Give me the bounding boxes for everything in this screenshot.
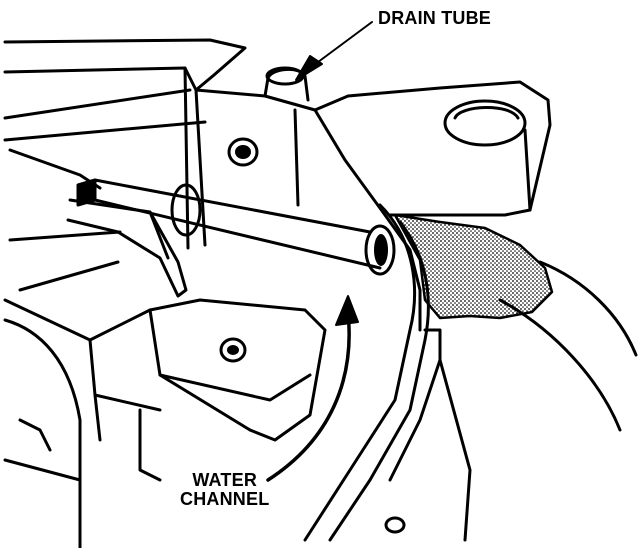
water-channel-label: WATER CHANNEL xyxy=(180,471,269,509)
drain-hose-wire xyxy=(498,260,638,432)
mounting-plate xyxy=(194,88,422,332)
right-tab xyxy=(313,80,552,217)
base-block xyxy=(88,298,327,442)
water-channel-arrowhead xyxy=(335,295,359,326)
drain-tube-leader xyxy=(309,21,373,69)
lower-clip xyxy=(8,198,188,298)
water-channel-arrow xyxy=(266,310,351,482)
water-channel-plate xyxy=(303,203,472,542)
drain-tube xyxy=(76,178,396,276)
drain-tube-label: DRAIN TUBE xyxy=(378,8,491,28)
upper-bracket-arm xyxy=(3,38,247,250)
drain-tube-leader-arrowhead xyxy=(295,55,323,81)
water-channel-label-line2: CHANNEL xyxy=(180,489,270,509)
sealant-blob xyxy=(393,213,554,320)
water-channel-label-line1: WATER xyxy=(192,470,258,490)
lower-frame xyxy=(3,298,406,548)
